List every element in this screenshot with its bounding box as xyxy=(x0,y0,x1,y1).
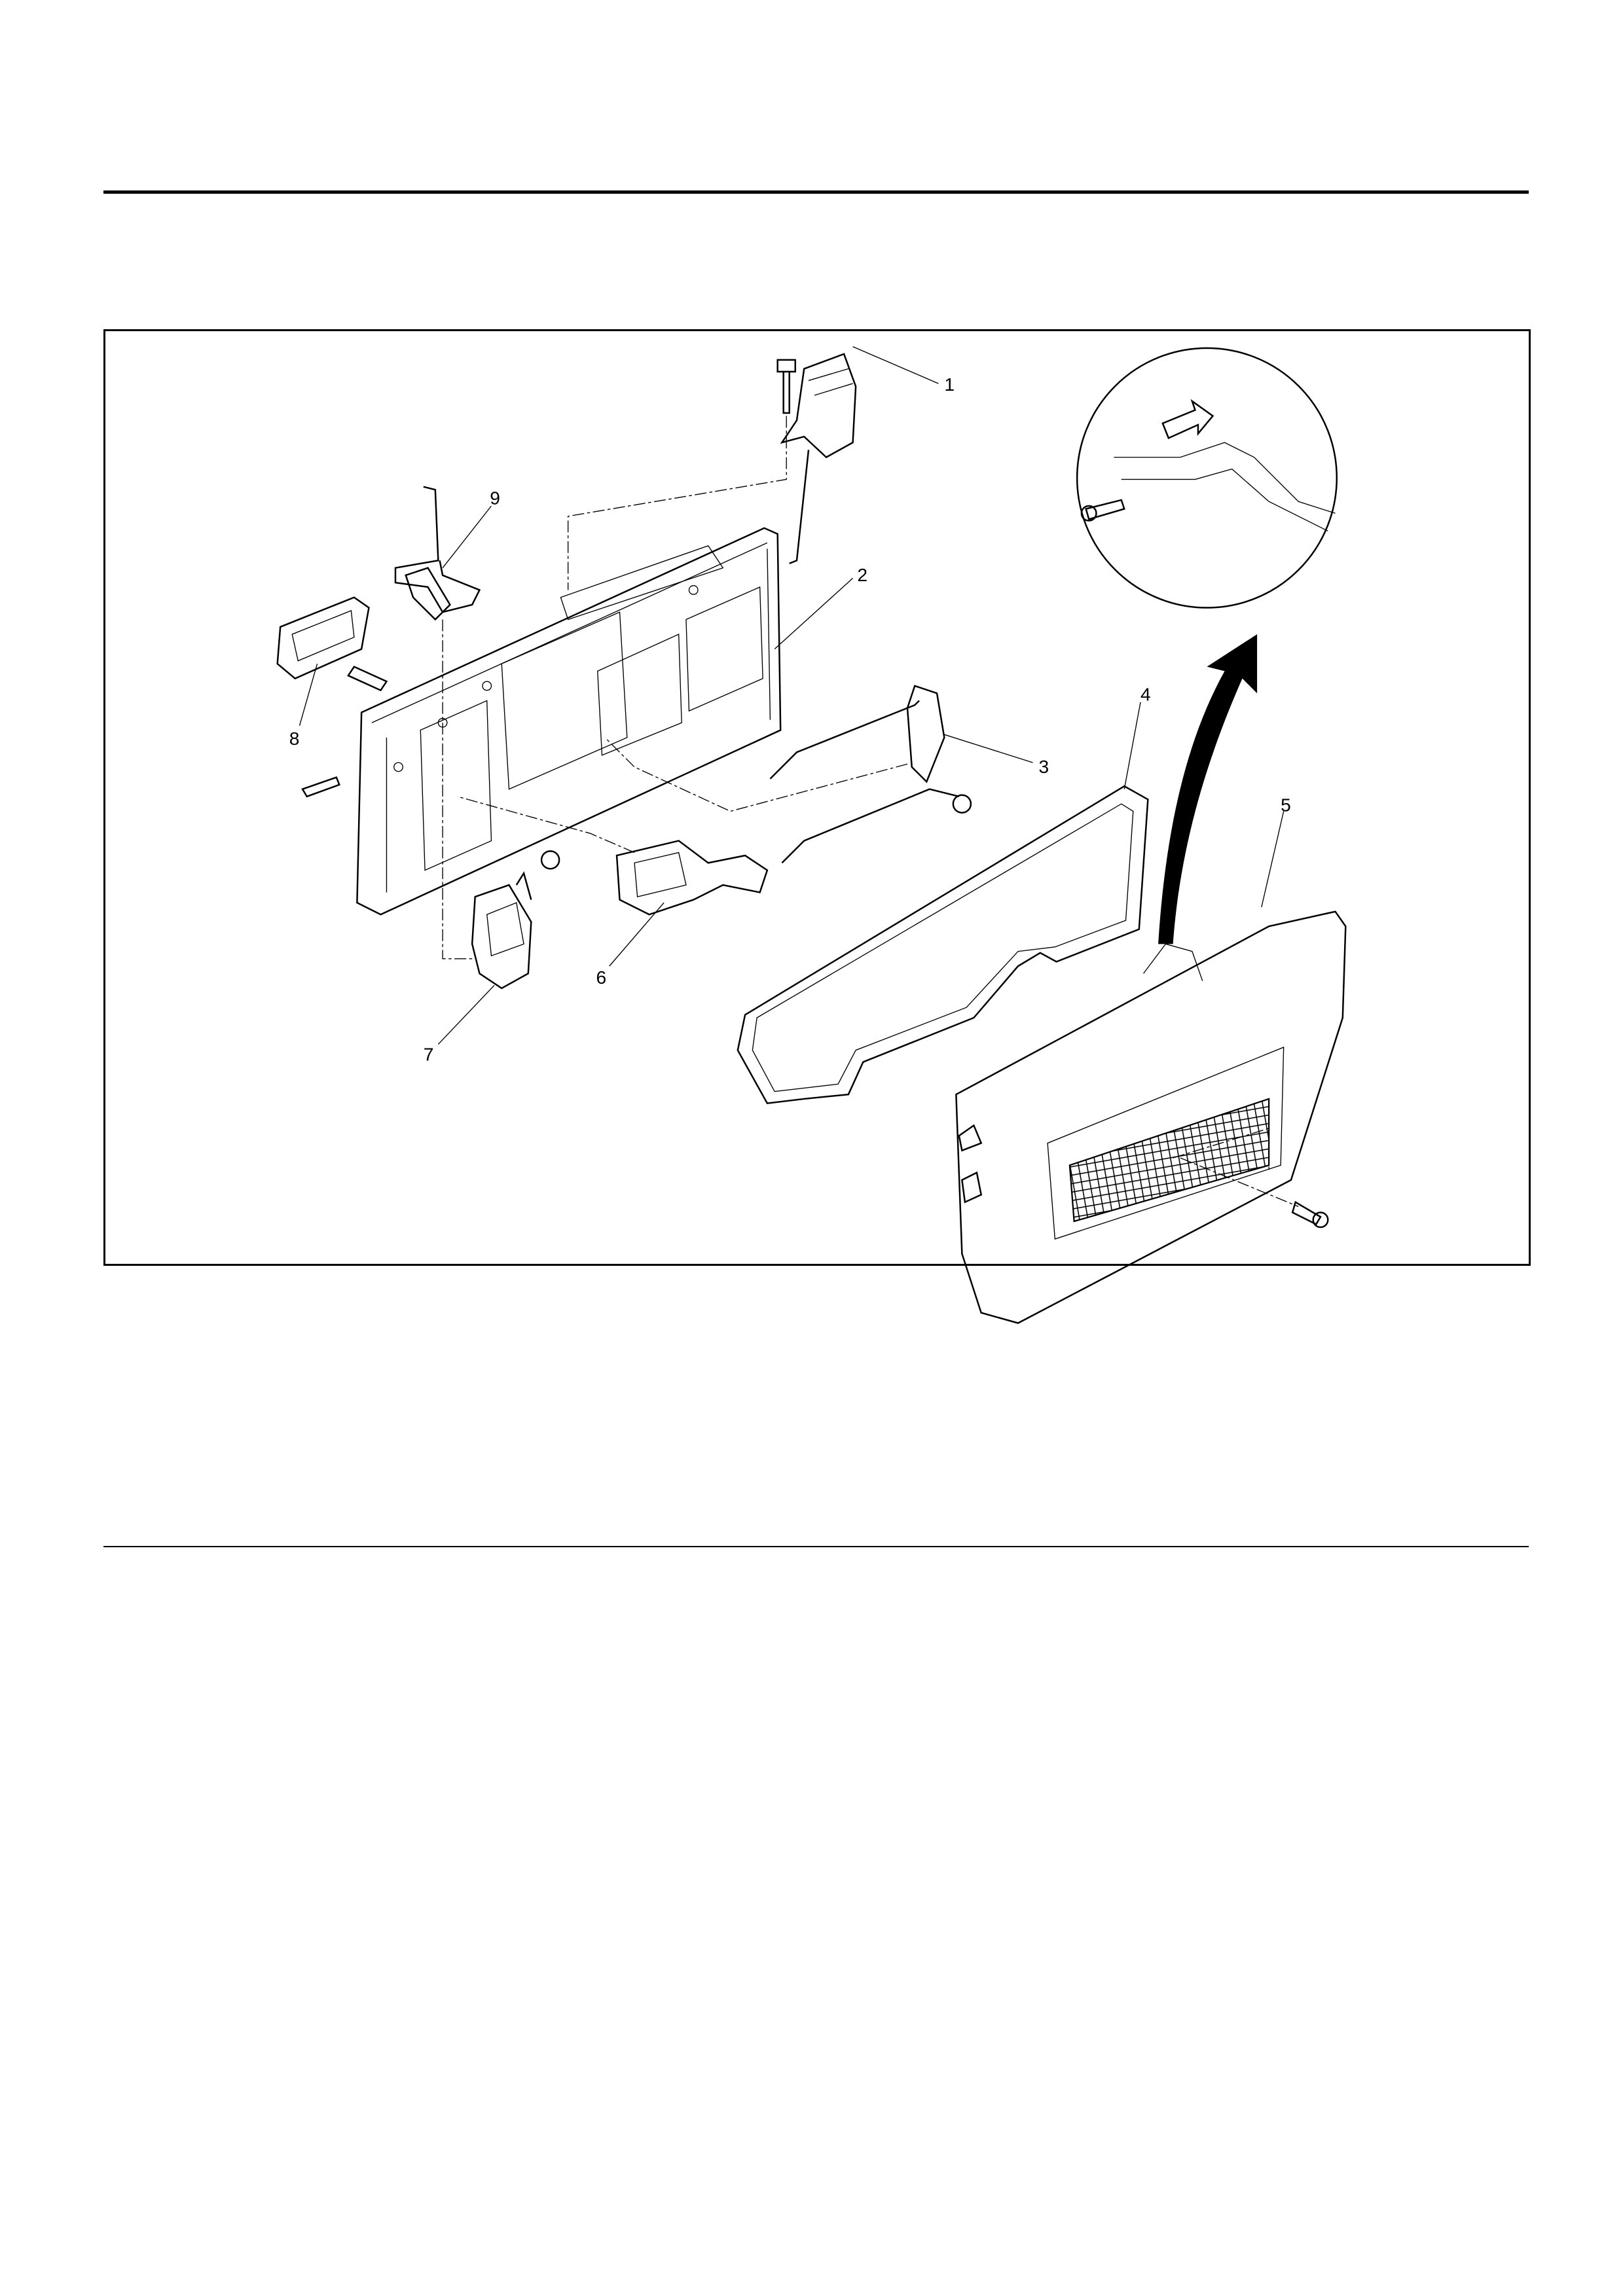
callout-3: 3 xyxy=(1039,756,1049,777)
callout-leaders xyxy=(299,346,1285,1045)
upper-latch xyxy=(567,353,857,590)
callout-5: 5 xyxy=(1281,794,1291,815)
callout-6: 6 xyxy=(596,967,606,988)
callout-2: 2 xyxy=(857,564,867,585)
lock-actuator xyxy=(457,796,769,916)
hinge-bracket xyxy=(394,486,481,960)
detail-magnifier xyxy=(1076,347,1338,609)
callout-4: 4 xyxy=(1140,683,1151,704)
inside-handle xyxy=(276,596,388,692)
section-rule xyxy=(103,1546,1529,1547)
callout-7: 7 xyxy=(424,1043,434,1064)
curved-arrow-icon xyxy=(1158,634,1258,944)
callout-9: 9 xyxy=(490,488,500,509)
lower-latch xyxy=(471,871,532,990)
exploded-view-figure xyxy=(103,329,1531,1266)
callout-1: 1 xyxy=(944,374,955,395)
callout-8: 8 xyxy=(289,728,300,749)
header-rule xyxy=(103,190,1529,194)
tailgate-panel xyxy=(356,527,782,916)
screw xyxy=(301,776,340,798)
side-latch-rod xyxy=(604,685,972,864)
trim-panel xyxy=(955,910,1347,1324)
watershield-gasket xyxy=(737,785,1149,1105)
